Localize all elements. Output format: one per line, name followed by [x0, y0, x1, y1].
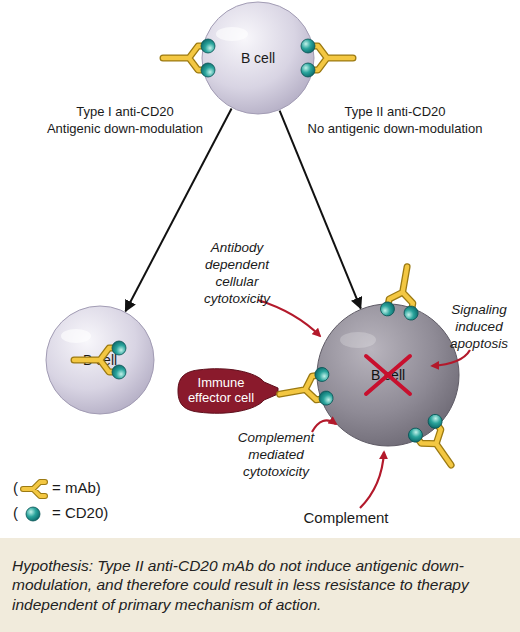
dying-b-cell: B cell [316, 303, 460, 447]
hypothesis-box: Hypothesis: Type II anti-CD20 mAb do not… [0, 538, 520, 632]
node-label: B cell [371, 367, 405, 383]
b-cell: B cell [45, 305, 155, 415]
b-cell: B cell [201, 1, 315, 115]
nucleus-highlight [340, 332, 376, 348]
antibody-cd20-pair [379, 263, 425, 321]
annotation-label: Complement [296, 509, 396, 528]
node-label: B cell [83, 352, 117, 368]
cell-membrane [46, 306, 154, 414]
death-cross [366, 356, 410, 394]
mechanism-label: Signaling induced apoptosis [440, 302, 518, 353]
nucleus-highlight [61, 329, 91, 343]
effector-body [178, 369, 278, 414]
mechanism-arrow [360, 452, 384, 508]
transition-arrow [125, 109, 231, 312]
annotation-label: Antigenic down-modulation [35, 121, 215, 137]
hypothesis-text: Hypothesis: Type II anti-CD20 mAb do not… [12, 556, 508, 614]
annotation-label: No antigenic down-modulation [300, 121, 490, 137]
immune-effector-cell: Immune effector cell [178, 368, 280, 414]
mechanism-label: Complement mediated cytotoxicity [228, 430, 324, 481]
transition-arrow [280, 111, 361, 309]
legend-text: = CD20) [52, 504, 108, 523]
mechanism-arrow [432, 350, 470, 366]
antibody-cd20-pair [276, 366, 334, 412]
legend-text: = mAb) [52, 479, 101, 498]
legend-cd20-icon [26, 507, 40, 521]
antibody-cd20-pair [406, 412, 467, 476]
antibody-cd20-pair [163, 39, 215, 77]
annotation-label: Type II anti-CD20 [300, 104, 490, 120]
antibody-cd20-pair [301, 39, 353, 77]
node-label: B cell [241, 50, 275, 66]
legend-antibody-icon [23, 482, 45, 496]
nucleus-highlight [216, 27, 248, 41]
node-label: Immune effector cell [178, 376, 264, 406]
cell-membrane [317, 304, 459, 446]
cell-membrane [202, 2, 314, 114]
annotation-label: Type I anti-CD20 [45, 104, 205, 120]
mechanism-label: Antibody dependent cellular cytotoxicity [194, 240, 280, 308]
annotation-label: ( [13, 504, 18, 523]
annotation-label: ( [13, 479, 18, 498]
internalized-antibody [74, 341, 126, 379]
mechanism-arrow [312, 420, 336, 432]
death-cross [366, 356, 410, 394]
